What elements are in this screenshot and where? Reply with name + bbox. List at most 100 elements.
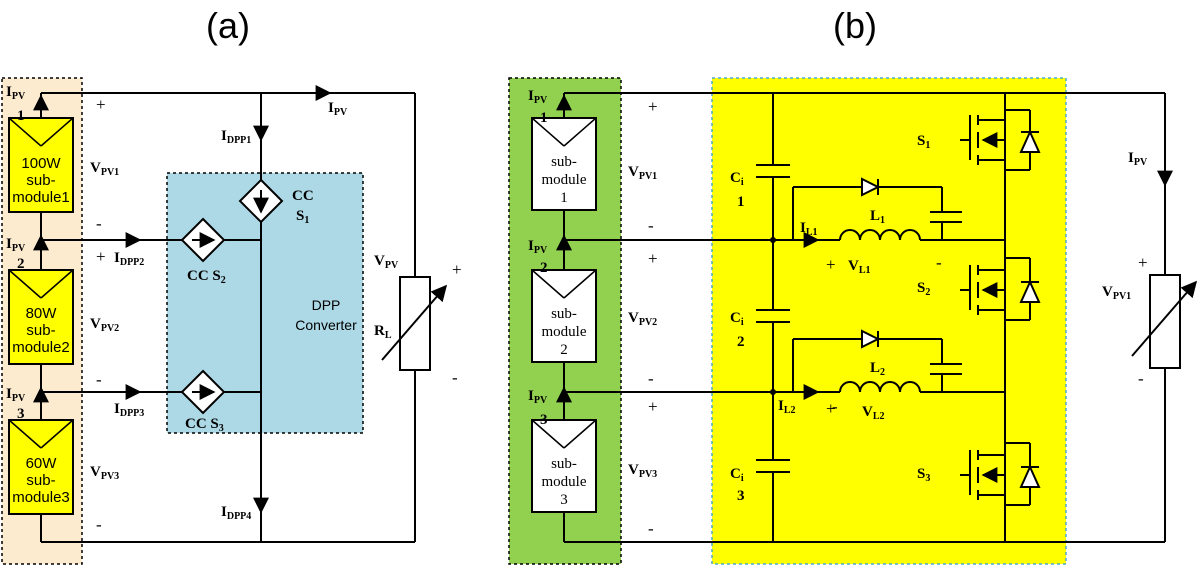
vpv-label-a: VPV bbox=[374, 253, 399, 271]
ipv-right-label-b: IPV bbox=[1128, 150, 1148, 168]
ipv-label-a2: IPV bbox=[6, 236, 26, 254]
l2-label: L2 bbox=[870, 360, 885, 378]
ipv-label-a1: IPV bbox=[6, 84, 26, 102]
svg-text:80W: 80W bbox=[26, 305, 58, 322]
ipv-index-a2: 2 bbox=[17, 256, 25, 272]
load-plus-a: + bbox=[452, 260, 462, 279]
load-plus-b: + bbox=[1138, 253, 1148, 272]
vpv1-label-a: VPV1 bbox=[90, 160, 119, 178]
vl1-minus: - bbox=[936, 253, 942, 272]
vl2-minus: - bbox=[832, 397, 838, 416]
idpp2-label: IDPP2 bbox=[114, 250, 144, 268]
svg-text:module1: module1 bbox=[12, 189, 70, 206]
vpv2-plus-a: + bbox=[96, 247, 106, 266]
mosfet-s2 bbox=[960, 257, 1041, 321]
current-source-s3 bbox=[180, 369, 226, 415]
module-b1: sub- module 1 bbox=[531, 117, 597, 211]
ci-index-1: 1 bbox=[737, 194, 745, 210]
current-source-s2 bbox=[180, 217, 226, 263]
idpp3-label: IDPP3 bbox=[114, 401, 144, 419]
mosfet-s3 bbox=[960, 442, 1041, 506]
vpv2-label-a: VPV2 bbox=[90, 316, 119, 334]
s1-label: S1 bbox=[917, 133, 930, 151]
module-a1: 100W sub- module1 bbox=[8, 117, 74, 213]
il2-label: IL2 bbox=[778, 398, 796, 416]
idpp1-label: IDPP1 bbox=[221, 128, 251, 146]
cc-s1-label: CC bbox=[292, 188, 314, 204]
svg-text:module2: module2 bbox=[12, 339, 70, 356]
mosfet-s1 bbox=[960, 109, 1041, 171]
dpp-converter-line1: DPP bbox=[312, 297, 341, 313]
vpv3-minus-b: - bbox=[648, 519, 654, 538]
load-resistor-b bbox=[1131, 274, 1198, 369]
svg-text:60W: 60W bbox=[26, 455, 58, 472]
panel-b-label: (b) bbox=[833, 5, 877, 46]
vl2-label: VL2 bbox=[862, 404, 885, 422]
diode-branch-2 bbox=[792, 329, 962, 392]
ipv-index-b1: 1 bbox=[540, 110, 548, 126]
ipv-label-b1: IPV bbox=[528, 88, 548, 106]
idpp4-label: IDPP4 bbox=[221, 504, 251, 522]
vpv2-minus-b: - bbox=[648, 369, 654, 388]
ipv-label-b3: IPV bbox=[528, 388, 548, 406]
vpv1-label-b: VPV1 bbox=[628, 164, 657, 182]
panel-a-label: (a) bbox=[206, 5, 250, 46]
dpp-converter-line2: Converter bbox=[295, 317, 357, 333]
ci-index-3: 3 bbox=[737, 488, 745, 504]
svg-text:sub-: sub- bbox=[551, 154, 577, 170]
svg-text:3: 3 bbox=[560, 492, 568, 508]
vpv1-minus-b: - bbox=[648, 216, 654, 235]
diode-branch-1 bbox=[792, 177, 962, 240]
ipv-index-a3: 3 bbox=[17, 406, 25, 422]
vl2-plus: + bbox=[826, 399, 836, 418]
vpv3-label-b: VPV3 bbox=[628, 462, 657, 480]
svg-text:sub-: sub- bbox=[551, 306, 577, 322]
ipv-index-b2: 2 bbox=[540, 260, 548, 276]
inductor-l2 bbox=[818, 381, 1005, 393]
inductor-l1 bbox=[818, 229, 1005, 241]
ipv-label-b2: IPV bbox=[528, 238, 548, 256]
module-b3: sub- module 3 bbox=[531, 419, 597, 513]
s2-label: S2 bbox=[917, 280, 930, 298]
vpv1-right-label-b: VPV1 bbox=[1102, 284, 1131, 302]
vpv3-minus-a: - bbox=[96, 515, 102, 534]
ipv-label-a3: IPV bbox=[6, 386, 26, 404]
svg-text:module: module bbox=[542, 474, 587, 490]
svg-text:sub-: sub- bbox=[26, 472, 55, 489]
ci-label-3: Ci bbox=[730, 466, 744, 484]
svg-text:100W: 100W bbox=[21, 155, 61, 172]
cc-s1-label-b: S1 bbox=[296, 208, 309, 226]
vpv1-plus-a: + bbox=[96, 95, 106, 114]
svg-text:1: 1 bbox=[560, 190, 568, 206]
vpv3-label-a: VPV3 bbox=[90, 464, 119, 482]
cc-s2-label: CC S2 bbox=[187, 268, 226, 286]
vpv2-label-b: VPV2 bbox=[628, 310, 657, 328]
module-b2: sub- module 2 bbox=[531, 269, 597, 363]
rl-label-a: RL bbox=[374, 323, 392, 341]
il1-label: IL1 bbox=[800, 220, 818, 238]
capacitor-c1 bbox=[756, 164, 790, 178]
svg-text:sub-: sub- bbox=[26, 172, 55, 189]
vpv2-plus-b: + bbox=[648, 249, 658, 268]
ci-index-2: 2 bbox=[737, 334, 745, 350]
vpv3-plus-b: + bbox=[648, 397, 658, 416]
svg-text:module3: module3 bbox=[12, 489, 70, 506]
svg-text:module: module bbox=[542, 172, 587, 188]
svg-text:2: 2 bbox=[560, 342, 568, 358]
capacitor-c3 bbox=[756, 459, 790, 473]
vpv1-plus-b: + bbox=[648, 97, 658, 116]
cc-s3-label: CC S3 bbox=[185, 416, 224, 434]
svg-text:module: module bbox=[542, 324, 587, 340]
load-minus-a: - bbox=[452, 368, 458, 387]
svg-text:sub-: sub- bbox=[26, 322, 55, 339]
load-resistor bbox=[381, 276, 448, 371]
vpv1-minus-a: - bbox=[96, 214, 102, 233]
vpv2-minus-a: - bbox=[96, 370, 102, 389]
current-source-s1 bbox=[238, 178, 284, 224]
ipv-index-a1: 1 bbox=[17, 108, 25, 124]
module-a2: 80W sub- module2 bbox=[8, 269, 74, 365]
svg-text:sub-: sub- bbox=[551, 456, 577, 472]
vl1-label: VL1 bbox=[848, 258, 871, 276]
capacitor-c2 bbox=[756, 309, 790, 323]
